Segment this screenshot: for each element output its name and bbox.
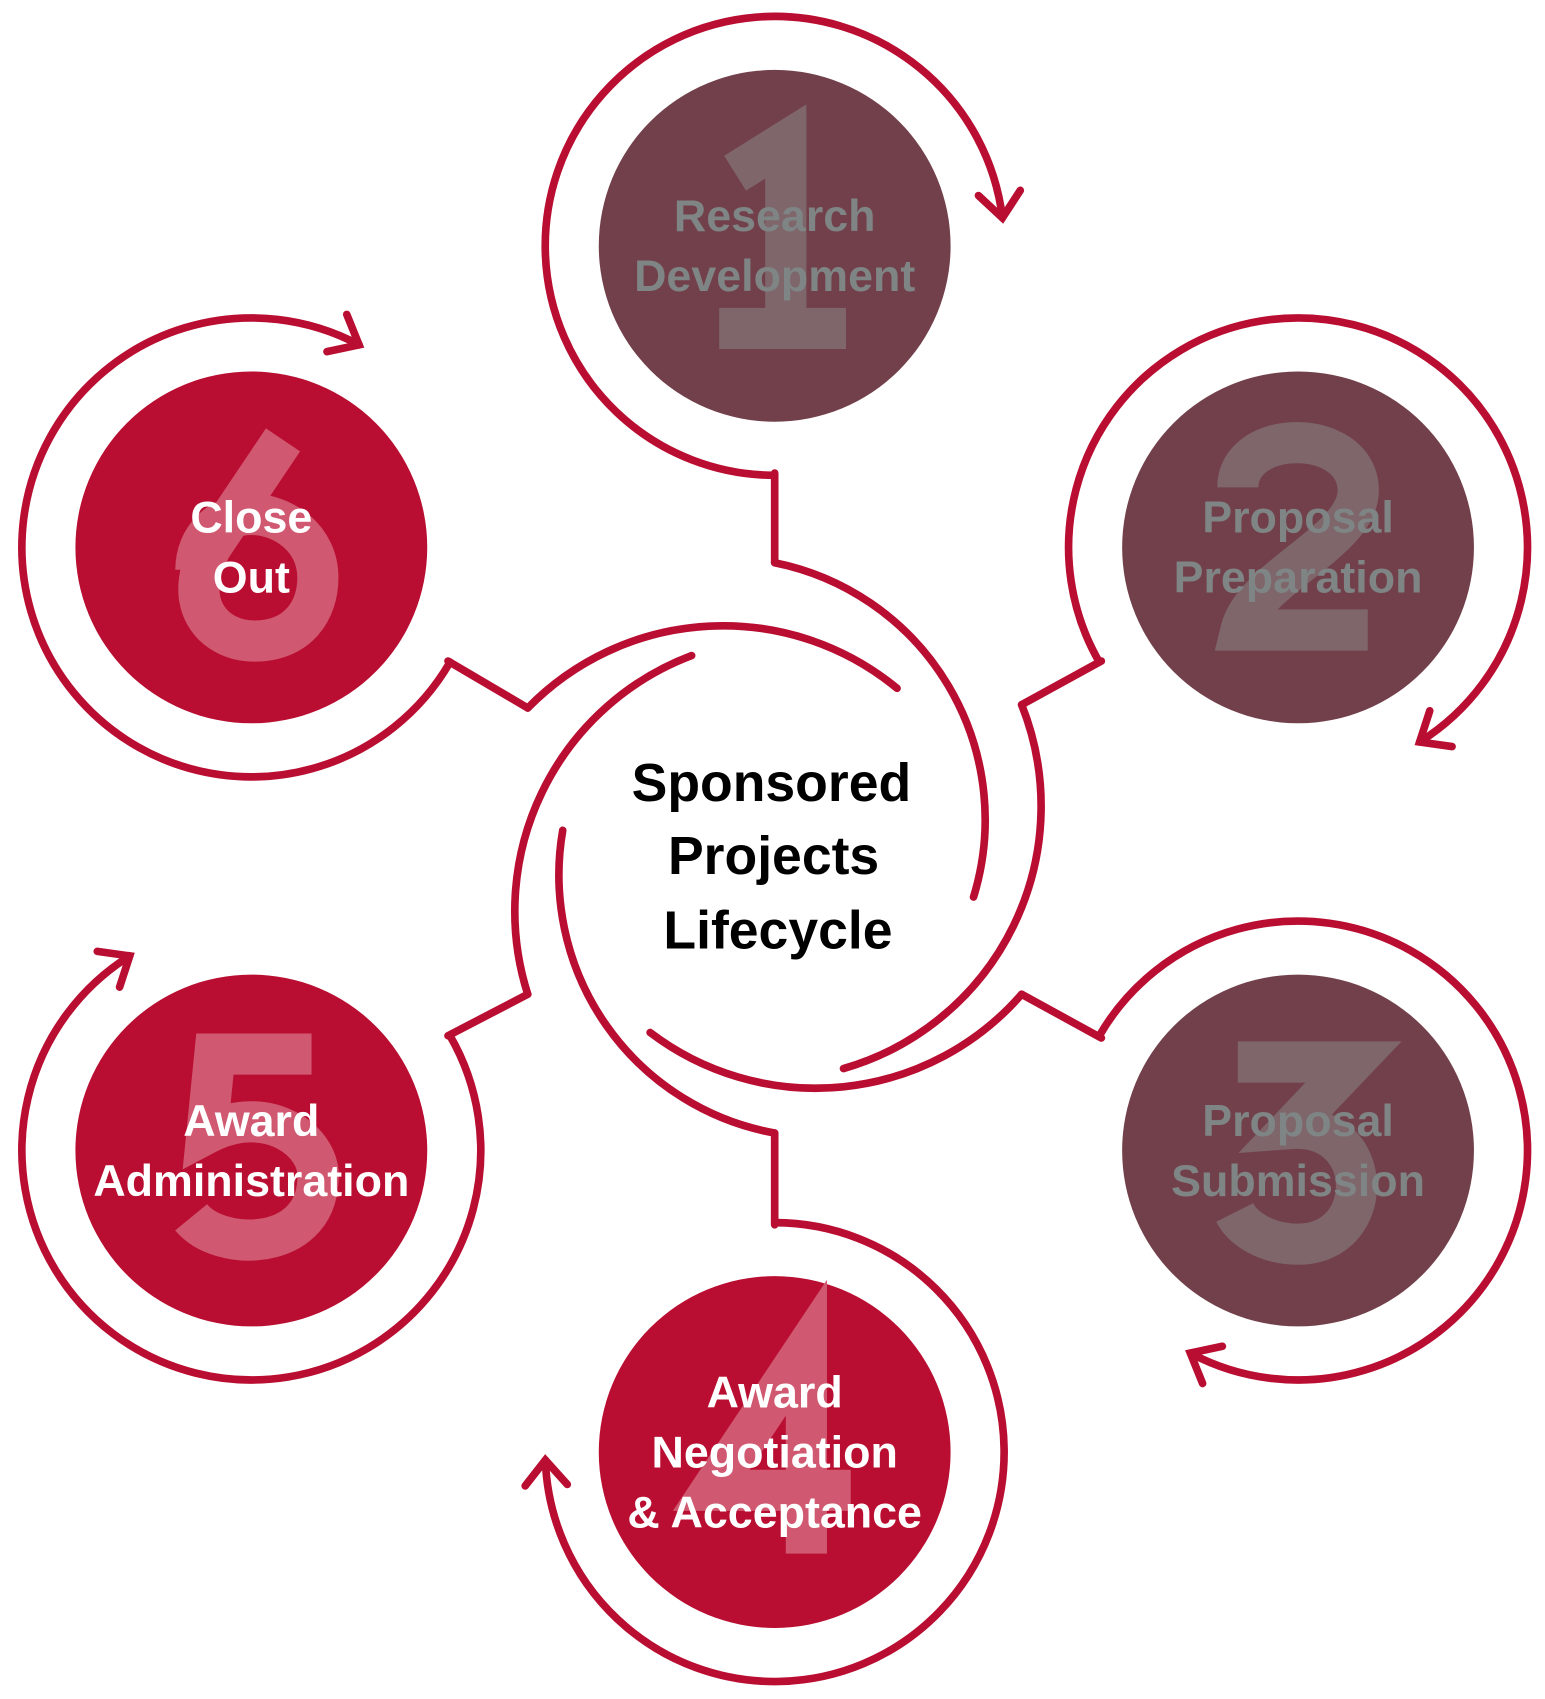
step-4-label-line: & Acceptance [627,1487,922,1537]
arrow-head-icon [1185,1342,1227,1388]
step-5-circle[interactable] [75,974,428,1327]
stem-upper-right [1017,657,1106,709]
step-1-label-line: Research [674,191,876,241]
step-5-cycle-arc [18,952,485,1384]
step-3-label-line: Submission [1171,1156,1425,1206]
step-5-number-watermark [175,1033,339,1261]
arrow-head-icon [521,1454,572,1490]
step-3-number-watermark [1216,1041,1402,1265]
step-6-cycle-arc [18,314,454,781]
digit-3-shape [1216,1041,1402,1265]
steps-group: ResearchDevelopmentProposalPreparationPr… [18,12,1532,1686]
step-4-cycle-arc [541,1218,1008,1686]
central-arc-upper-right [770,558,990,901]
step-1-cycle-arc [541,12,1007,480]
arrow-head-icon [93,947,135,991]
step-4-label-line: Negotiation [652,1427,898,1477]
step-1-label-line: Development [634,251,915,301]
step-6-number-watermark [175,428,339,662]
digit-6-shape [175,428,339,662]
connector-lines [444,469,1106,1229]
step-5-label-line: Award [183,1096,319,1146]
digit-5-shape [175,1033,339,1261]
step-6-label-line: Out [213,553,290,603]
step-2-label-line: Proposal [1202,493,1394,543]
step-2-label-line: Preparation [1174,553,1423,603]
step-3-cycle-arc [1095,917,1532,1384]
step-1-number-watermark [719,104,846,350]
arrow-head-icon [1414,706,1456,751]
central-arc-inner-left [511,651,696,999]
stem-lower-left [444,990,532,1040]
central-arc-top-left [523,621,901,712]
central-arc-inner-right [839,700,1045,1073]
step-4-label-line: Award [707,1367,843,1417]
center-title: Sponsored Projects Lifecycle [632,754,912,961]
central-arc-bottom-right [646,990,1026,1093]
arrow-head-icon [974,186,1025,224]
digit-4-shape [672,1279,851,1554]
arrow-head-icon [323,310,365,356]
central-arc-lower-left [555,826,779,1137]
stem-lower-right [1017,990,1106,1042]
center-title-line-3: Lifecycle [663,901,892,960]
step-4-number-watermark [672,1279,851,1554]
step-2-cycle-arc [1064,314,1532,746]
stem-upper-left [444,657,532,712]
digit-1-shape [719,104,846,350]
center-title-line-1: Sponsored [632,754,912,813]
step-3-circle[interactable] [1122,974,1474,1327]
digit-2-shape [1214,422,1379,651]
step-3-label-line: Proposal [1202,1096,1394,1146]
step-4-circle[interactable] [598,1276,951,1628]
step-5-label-line: Administration [93,1156,409,1206]
step-6-circle[interactable] [75,371,428,724]
step-2-number-watermark [1214,422,1379,651]
step-6-label-line: Close [190,493,312,543]
center-title-line-2: Projects [668,827,879,886]
